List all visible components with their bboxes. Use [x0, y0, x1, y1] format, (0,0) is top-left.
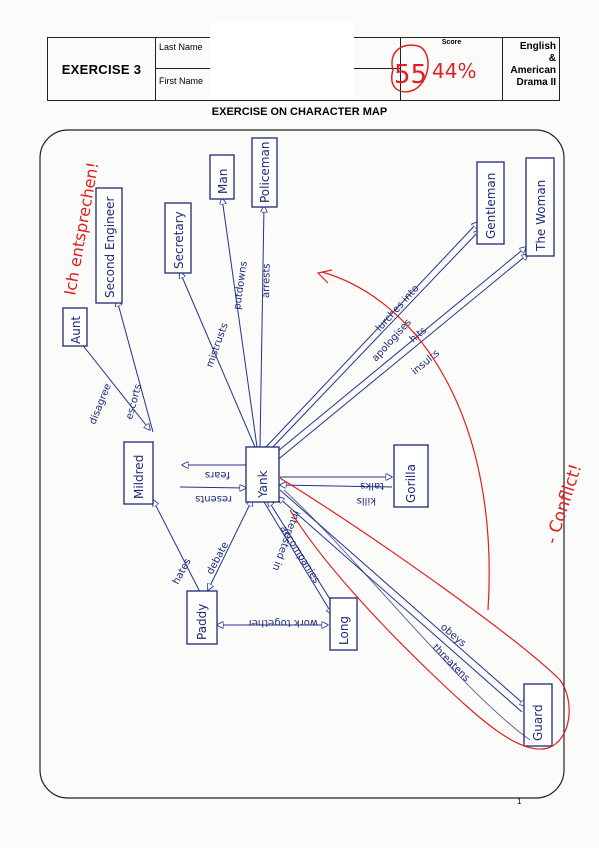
page-title: EXERCISE ON CHARACTER MAP: [211, 106, 388, 118]
edge-yank-guard-2: [278, 497, 523, 713]
node-policeman-label: Policeman: [258, 142, 272, 203]
edge-yank-paddy: [208, 500, 252, 590]
edge-yank-long-2: [268, 500, 334, 605]
header-table: EXERCISE 3 Last Name First Name Score En…: [47, 37, 560, 101]
node-guard-label: Guard: [531, 704, 545, 741]
edge-yank-mildred-resents: [179, 487, 246, 488]
rel-fears: fears: [205, 469, 230, 480]
edge-yank-guard-1: [279, 489, 526, 706]
node-the-woman-label: The Woman: [534, 180, 548, 252]
node-aunt: Aunt: [62, 307, 88, 347]
course-title: English & American Drama II: [503, 38, 560, 100]
node-gorilla-label: Gorilla: [404, 464, 418, 503]
edge-yank-woman-1: [271, 247, 526, 457]
course-line-3: American: [510, 65, 556, 76]
edge-yank-secretary: [180, 272, 256, 448]
rel-kills: kills: [357, 495, 376, 506]
node-mildred-label: Mildred: [132, 455, 146, 499]
first-name-row: First Name: [156, 69, 401, 100]
rel-putdowns: putdowns: [232, 261, 250, 311]
node-secretary: Secretary: [164, 202, 192, 274]
page-number: 1: [517, 797, 522, 806]
edges: [77, 198, 528, 713]
connector-loop: [283, 489, 531, 741]
node-yank: Yank: [245, 446, 280, 503]
course-line-1: English: [519, 41, 556, 52]
course-line-4: Drama II: [516, 77, 556, 88]
rel-hates: hates: [171, 557, 194, 587]
node-gentleman-label: Gentleman: [484, 173, 498, 239]
node-guard: Guard: [523, 683, 553, 747]
edge-yank-woman-2: [274, 254, 528, 463]
rel-talks: talks: [360, 480, 384, 491]
grade-percent: 44%: [432, 59, 476, 83]
edge-mildred-engineer: [117, 300, 154, 433]
score-circle: [391, 44, 429, 93]
node-man: Man: [209, 154, 235, 200]
node-the-woman: The Woman: [525, 157, 555, 257]
guard-ellipse: [279, 477, 570, 750]
last-name-label: Last Name: [159, 42, 203, 52]
node-gentleman: Gentleman: [476, 161, 505, 245]
conflict-arrowhead: [316, 269, 333, 284]
edge-yank-gentleman-1: [265, 222, 478, 448]
conflict-note: - Conflict!: [542, 462, 587, 547]
node-second-engineer-label: Second Engineer: [103, 197, 117, 298]
node-man-label: Man: [216, 169, 230, 194]
redaction-patch: [210, 22, 354, 100]
node-aunt-label: Aunt: [69, 316, 83, 344]
edge-mildred-paddy: [153, 500, 201, 593]
rel-debate: debate: [205, 540, 231, 576]
conflict-arc: [321, 271, 490, 611]
edge-yank-long-1: [263, 501, 332, 614]
node-policeman: Policeman: [251, 137, 278, 208]
node-second-engineer: Second Engineer: [95, 187, 123, 304]
node-paddy-label: Paddy: [195, 604, 209, 640]
rel-disagree: disagree: [88, 382, 114, 426]
node-yank-label: Yank: [256, 470, 270, 499]
edge-mildred-aunt: [77, 338, 150, 430]
edge-yank-policeman: [259, 206, 264, 448]
grade-score: 55: [394, 60, 427, 90]
rel-mistrusts: mistrusts: [204, 322, 230, 369]
rel-resents: resents: [195, 493, 232, 504]
rel-work-together: work together: [247, 617, 318, 628]
rel-obeys: obeys: [438, 622, 468, 650]
exercise-label: EXERCISE 3: [48, 38, 156, 100]
score-cell: Score: [401, 38, 503, 100]
rel-hits: hits: [408, 325, 429, 345]
node-mildred: Mildred: [123, 441, 154, 505]
course-line-2: &: [548, 53, 556, 64]
rel-insults: insults: [410, 348, 442, 377]
score-label: Score: [441, 39, 462, 46]
node-secretary-label: Secretary: [172, 211, 186, 269]
edge-yank-man: [222, 198, 258, 448]
edge-yank-gentleman-2: [268, 230, 480, 452]
first-name-label: First Name: [159, 76, 204, 86]
node-gorilla: Gorilla: [393, 444, 429, 508]
node-paddy: Paddy: [186, 590, 218, 645]
node-long: Long: [329, 597, 358, 651]
rel-arrests: arrests: [261, 263, 273, 298]
map-frame: [39, 129, 565, 799]
edge-yank-gorilla-kills: [280, 485, 393, 487]
node-long-label: Long: [337, 616, 351, 645]
